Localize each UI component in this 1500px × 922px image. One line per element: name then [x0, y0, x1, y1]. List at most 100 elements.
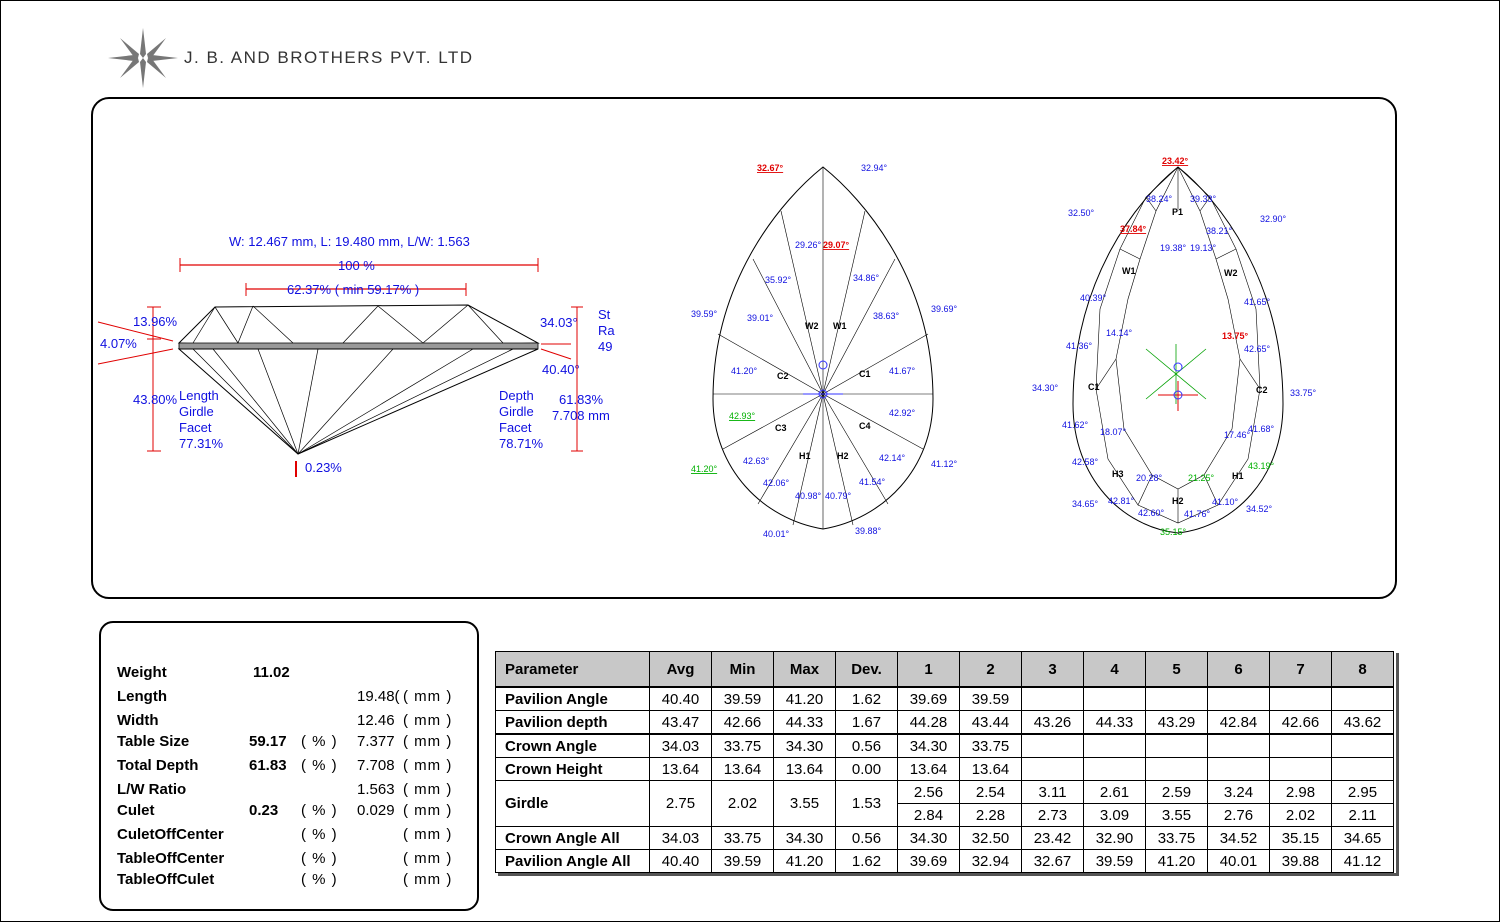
col-header: Avg	[649, 651, 712, 688]
col-header: 3	[1021, 651, 1084, 688]
crown-label-h2: H2	[1172, 496, 1184, 506]
culet-label: Culet	[117, 802, 155, 819]
width-unit: ( mm )	[403, 712, 453, 729]
pav-angle: 42.92°	[889, 408, 916, 418]
depth-girdle-facet-1: Depth	[499, 388, 534, 403]
table-cell: 1.62	[835, 686, 898, 711]
table-cell: 43.62	[1331, 710, 1394, 735]
crown-angle: 42.58°	[1072, 457, 1099, 467]
star-ratio-1: St	[598, 307, 611, 322]
weight-label: Weight	[117, 664, 167, 681]
table-cell: 44.28	[897, 710, 960, 735]
table-cell: 43.44	[959, 710, 1022, 735]
crown-angle: 41.62°	[1062, 420, 1089, 430]
table-cell: 0.56	[835, 733, 898, 758]
param-name-cell: Pavilion Angle All	[495, 849, 650, 873]
star-ratio-3: 49	[598, 339, 612, 354]
pav-angle: 35.92°	[765, 275, 792, 285]
table-cell: 3.24	[1207, 780, 1270, 804]
pav-angle: 39.69°	[931, 304, 958, 314]
pav-label-c3: C3	[775, 423, 787, 433]
pav-angle: 42.63°	[743, 456, 770, 466]
depth-pct: 61.83	[249, 757, 287, 774]
col-header: Dev.	[835, 651, 898, 688]
table-cell: 39.69	[897, 686, 960, 711]
crown-label-h3: H3	[1112, 469, 1124, 479]
pav-angle-red: 29.07°	[823, 240, 850, 250]
table-cell: 2.73	[1021, 803, 1084, 827]
param-name-cell: Pavilion Angle	[495, 686, 650, 711]
table-cell	[1269, 686, 1332, 711]
pav-label-c1: C1	[859, 369, 871, 379]
length-girdle-facet-1: Length	[179, 388, 219, 403]
depth-mm-unit: ( mm )	[403, 757, 453, 774]
table-cell: 2.02	[1269, 803, 1332, 827]
table-cell: 2.61	[1083, 780, 1146, 804]
star-logo-icon	[108, 28, 178, 88]
depth-girdle-facet-2: Girdle	[499, 404, 534, 419]
dims-label: W: 12.467 mm, L: 19.480 mm, L/W: 1.563	[229, 234, 470, 249]
crown-angle: 34.65°	[1072, 499, 1099, 509]
param-name-cell: Girdle	[495, 780, 650, 827]
table-pct: 59.17	[249, 733, 287, 750]
col-header: 4	[1083, 651, 1146, 688]
table-cell: 39.59	[1083, 849, 1146, 873]
table-mm-unit: ( mm )	[403, 733, 453, 750]
table-cell: 3.55	[773, 780, 836, 827]
table-cell: 1.67	[835, 710, 898, 735]
length-mm: 19.48(	[357, 688, 400, 705]
pav-angle: 39.88°	[855, 526, 882, 536]
table-cell: 44.33	[773, 710, 836, 735]
crown-angle: 41.10°	[1212, 497, 1239, 507]
table-cell: 2.54	[959, 780, 1022, 804]
pav-angle: 42.14°	[879, 453, 906, 463]
pav-angle-red: 32.67°	[757, 163, 784, 173]
pav-angle: 39.01°	[747, 313, 774, 323]
table-cell: 33.75	[711, 733, 774, 758]
profile-diagram: W: 12.467 mm, L: 19.480 mm, L/W: 1.563 1…	[97, 234, 615, 477]
crown-angle: 34.52°	[1246, 504, 1273, 514]
table-cell: 1.62	[835, 849, 898, 873]
table-cell	[1331, 686, 1394, 711]
pav-angle: 32.94°	[861, 163, 888, 173]
crown-angle: 17.46°	[1224, 430, 1251, 440]
width-label: Width	[117, 712, 159, 729]
pav-angle: 42.06°	[763, 478, 790, 488]
star-ratio-2: Ra	[598, 323, 615, 338]
table-cell: 3.11	[1021, 780, 1084, 804]
crown-angle: 42.81°	[1108, 496, 1135, 506]
crown-label-c2: C2	[1256, 385, 1268, 395]
table-cell	[1207, 757, 1270, 781]
crown-angle: 38.24°	[1146, 194, 1173, 204]
param-name-cell: Crown Angle	[495, 733, 650, 758]
pav-angle: 34.86°	[853, 273, 880, 283]
table-cell: 13.64	[773, 757, 836, 781]
param-name-cell: Crown Height	[495, 757, 650, 781]
table-label: Table Size	[117, 733, 190, 750]
table-shadow-right	[1396, 653, 1399, 875]
table-cell: 34.52	[1207, 826, 1270, 850]
lw-value: 1.563	[357, 781, 395, 798]
girdle-label: 4.07%	[100, 336, 137, 351]
col-header: Min	[711, 651, 774, 688]
crown-angle: 38.21°	[1206, 226, 1233, 236]
table-cell: 43.29	[1145, 710, 1208, 735]
table-cell	[1021, 686, 1084, 711]
pav-angle: 39.59°	[691, 309, 718, 319]
table-cell	[1083, 757, 1146, 781]
table-cell	[1145, 733, 1208, 758]
crown-angle: 32.50°	[1068, 208, 1095, 218]
crown-angle-green: 21.25°	[1188, 473, 1215, 483]
crown-angle: 14.14°	[1106, 328, 1133, 338]
table-cell: 34.65	[1331, 826, 1394, 850]
culet-pct: 0.23	[249, 802, 279, 819]
param-name-cell: Crown Angle All	[495, 826, 650, 850]
table-cell: 34.30	[897, 826, 960, 850]
tableoff-label: TableOffCenter	[117, 850, 225, 867]
crown-angle-red: 37.84°	[1120, 224, 1147, 234]
table-cell: 40.40	[649, 849, 712, 873]
